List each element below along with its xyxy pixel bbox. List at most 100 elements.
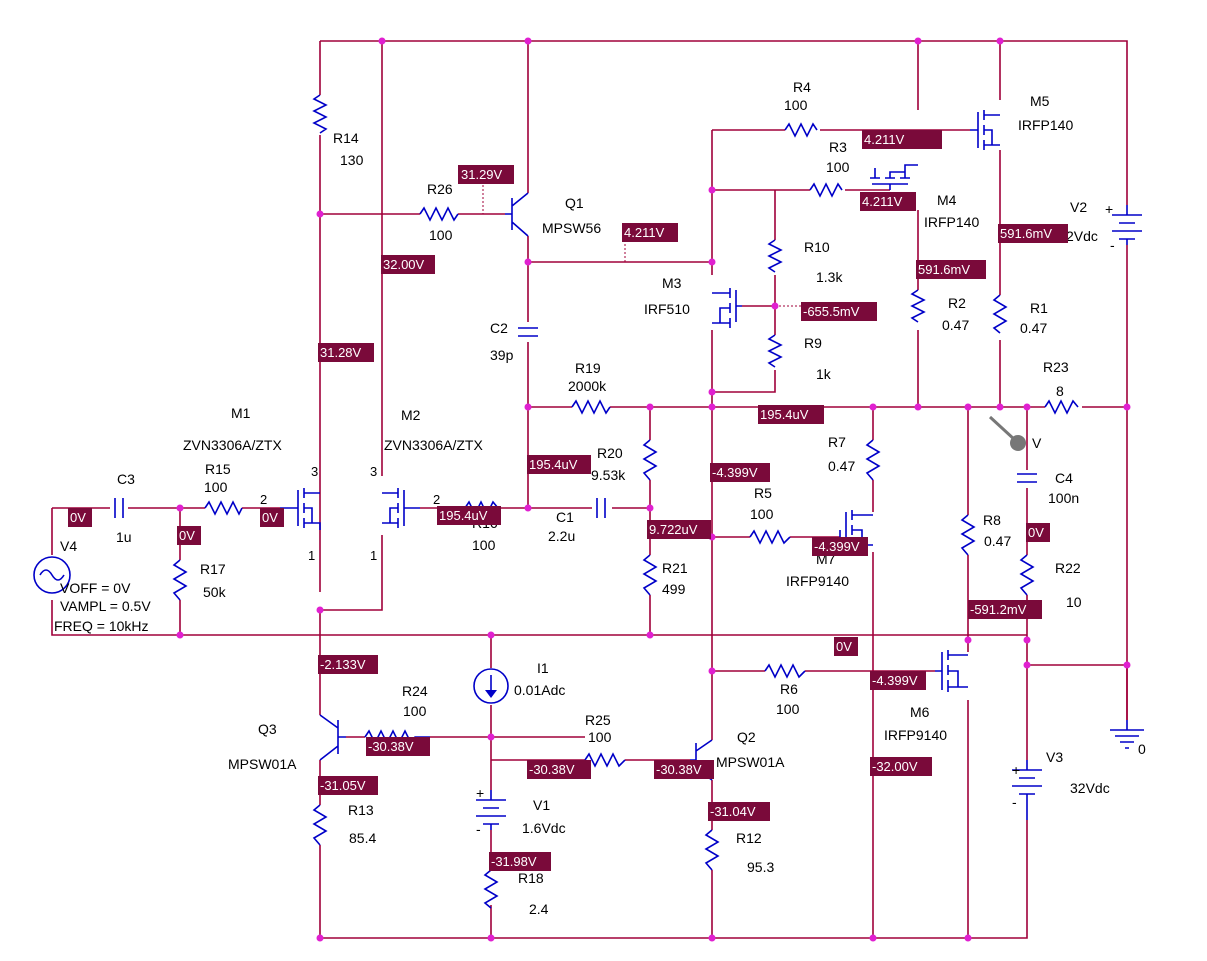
mosfet-m3 xyxy=(712,288,742,328)
resistor-r18 xyxy=(483,869,499,909)
voltage-tag: 195.4uV xyxy=(527,455,591,474)
label-c4-value: 100n xyxy=(1048,490,1079,506)
current-source-i1 xyxy=(473,668,509,704)
battery-v1 xyxy=(476,790,506,830)
label-r4-value: 100 xyxy=(784,97,808,113)
label-m6-ref: M6 xyxy=(910,704,930,720)
sine-source-v4 xyxy=(33,556,71,594)
svg-text:-31.04V: -31.04V xyxy=(710,804,756,819)
label-m2-value: ZVN3306A/ZTX xyxy=(384,437,483,453)
svg-text:-4.399V: -4.399V xyxy=(712,465,758,480)
voltage-tag: -4.399V xyxy=(870,671,926,690)
svg-text:+: + xyxy=(476,785,484,801)
label-r8-value: 0.47 xyxy=(984,533,1011,549)
voltage-tag: 195.4uV xyxy=(758,405,824,424)
junction-dots xyxy=(176,37,1131,942)
probe-ties xyxy=(482,185,840,636)
label-r15-value: 100 xyxy=(204,479,228,495)
resistor-r16 xyxy=(464,500,499,516)
label-r18-value: 2.4 xyxy=(529,901,549,917)
capacitor-c2 xyxy=(518,327,538,337)
svg-text:-: - xyxy=(476,821,481,837)
label-r14-ref: R14 xyxy=(333,130,359,146)
mosfet-m1 xyxy=(280,488,321,530)
voltage-tag: 0V xyxy=(1026,523,1050,542)
resistor-r9 xyxy=(767,334,783,368)
svg-text:-31.98V: -31.98V xyxy=(491,854,537,869)
voltage-tag: 591.6mV xyxy=(916,260,986,279)
voltage-tag: -655.5mV xyxy=(801,302,877,321)
voltage-tag: -4.399V xyxy=(812,537,868,556)
label-r17-value: 50k xyxy=(203,584,227,600)
label-r23-ref: R23 xyxy=(1043,359,1069,375)
resistor-r13 xyxy=(312,804,328,846)
label-q2-value: MPSW01A xyxy=(716,754,785,770)
ground-symbol xyxy=(1110,720,1144,749)
resistor-r15 xyxy=(204,500,243,516)
label-m5-value: IRFP140 xyxy=(1018,117,1073,133)
label-r26-value: 100 xyxy=(429,227,453,243)
voltage-tag: 4.211V xyxy=(860,192,916,211)
label-q3-value: MPSW01A xyxy=(228,756,297,772)
svg-text:4.211V: 4.211V xyxy=(862,194,903,209)
v4-vampl: VAMPL = 0.5V xyxy=(60,598,151,614)
label-r6-ref: R6 xyxy=(780,681,798,697)
voltage-tag: 4.211V xyxy=(622,223,678,242)
label-m4-value: IRFP140 xyxy=(924,214,979,230)
svg-text:31.29V: 31.29V xyxy=(461,167,503,182)
label-r24-value: 100 xyxy=(403,703,427,719)
voltage-tag: -2.133V xyxy=(318,655,378,674)
voltage-tag: 591.6mV xyxy=(998,224,1068,243)
svg-text:-655.5mV: -655.5mV xyxy=(803,304,860,319)
label-r21-value: 499 xyxy=(662,581,686,597)
voltage-probe-icon[interactable] xyxy=(988,415,1026,451)
mosfet-m5 xyxy=(970,110,1000,150)
label-m3-value: IRF510 xyxy=(644,301,690,317)
m2-drain-pin: 3 xyxy=(370,464,377,479)
resistor-r5 xyxy=(749,529,791,545)
resistor-r21 xyxy=(642,554,658,596)
label-r9-value: 1k xyxy=(816,366,832,382)
voltage-tag: -591.2mV xyxy=(968,600,1042,619)
svg-text:0V: 0V xyxy=(179,528,195,543)
svg-text:-31.05V: -31.05V xyxy=(320,778,366,793)
mosfet-m6 xyxy=(935,650,968,692)
component-labels: R14 130 R26 100 Q1 MPSW56 R4 100 R3 100 … xyxy=(54,79,1146,917)
svg-text:4.211V: 4.211V xyxy=(624,225,665,240)
voltage-tag: 4.211V xyxy=(862,130,942,149)
voltage-tag: -31.05V xyxy=(318,776,378,795)
label-c1-value: 2.2u xyxy=(548,528,575,544)
label-r20-ref: R20 xyxy=(597,445,623,461)
label-r1-ref: R1 xyxy=(1030,300,1048,316)
label-r20-value: 9.53k xyxy=(591,467,626,483)
label-m1-ref: M1 xyxy=(231,405,251,421)
voltage-tag: -30.38V xyxy=(366,737,430,756)
label-r13-value: 85.4 xyxy=(349,830,376,846)
bjt-q1 xyxy=(505,192,529,237)
svg-text:9.722uV: 9.722uV xyxy=(649,522,698,537)
probe-label: V xyxy=(1032,435,1042,451)
v4-voff: VOFF = 0V xyxy=(60,580,131,596)
svg-text:+: + xyxy=(1105,201,1113,217)
svg-text:591.6mV: 591.6mV xyxy=(918,262,970,277)
resistor-r2 xyxy=(910,289,926,323)
resistor-r23 xyxy=(1044,399,1079,415)
svg-text:-2.133V: -2.133V xyxy=(320,657,366,672)
label-c2-value: 39p xyxy=(490,347,514,363)
label-r26-ref: R26 xyxy=(427,181,453,197)
svg-text:31.28V: 31.28V xyxy=(320,345,362,360)
mosfet-m4 xyxy=(870,164,918,190)
resistor-r4 xyxy=(784,122,818,138)
svg-text:+: + xyxy=(1012,762,1020,778)
label-r5-ref: R5 xyxy=(754,485,772,501)
label-r5-value: 100 xyxy=(750,506,774,522)
voltage-tag: 31.29V xyxy=(458,165,514,184)
voltage-tag: 195.4uV xyxy=(437,506,501,525)
label-c3-value: 1u xyxy=(116,529,132,545)
label-r9-ref: R9 xyxy=(804,335,822,351)
label-r12-ref: R12 xyxy=(736,830,762,846)
label-c2-ref: C2 xyxy=(490,320,508,336)
svg-text:195.4uV: 195.4uV xyxy=(529,457,578,472)
voltage-tag: 31.28V xyxy=(318,343,374,362)
svg-text:195.4uV: 195.4uV xyxy=(439,508,488,523)
